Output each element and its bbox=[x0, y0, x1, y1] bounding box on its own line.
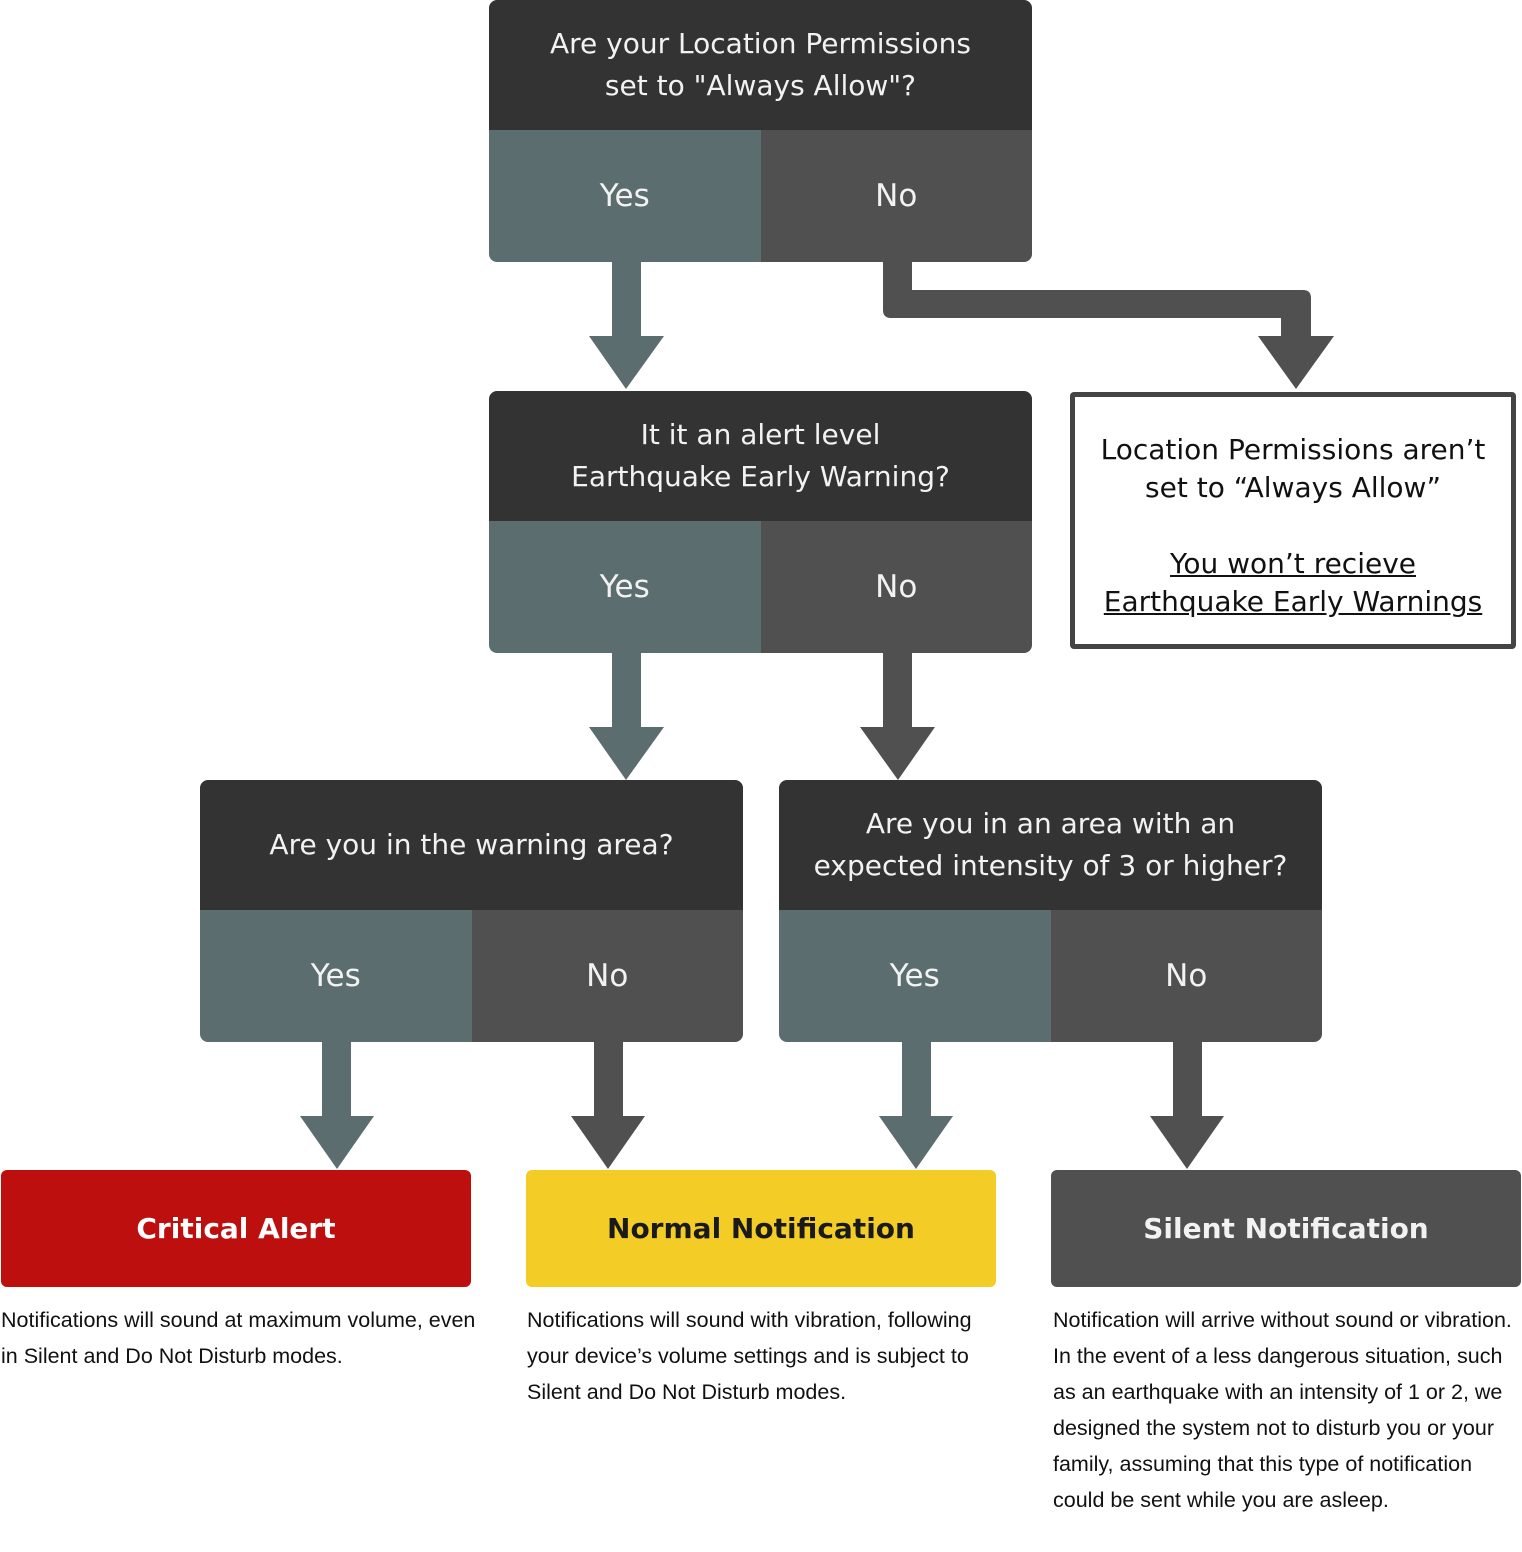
question-text: Are you in the warning area? bbox=[200, 780, 743, 910]
answer-no: No bbox=[1050, 910, 1322, 1042]
outcome-normal-notification: Normal Notification bbox=[526, 1170, 996, 1287]
no-permission-text: Location Permissions aren’t set to “Alwa… bbox=[1100, 433, 1486, 504]
answer-yes: Yes bbox=[779, 910, 1051, 1042]
arrow-q4-no bbox=[1150, 1042, 1224, 1169]
question-location-permissions: Are your Location Permissions set to "Al… bbox=[489, 0, 1032, 262]
answer-yes: Yes bbox=[489, 130, 761, 262]
question-text: It it an alert level Earthquake Early Wa… bbox=[489, 391, 1032, 521]
arrow-q2-no bbox=[860, 653, 935, 780]
normal-notification-description: Notifications will sound with vibration,… bbox=[527, 1308, 972, 1404]
critical-alert-description: Notifications will sound at maximum volu… bbox=[1, 1308, 476, 1368]
question-expected-intensity: Are you in an area with an expected inte… bbox=[779, 780, 1322, 1042]
answer-no: No bbox=[760, 130, 1032, 262]
arrow-q3-no bbox=[571, 1042, 645, 1169]
question-warning-area: Are you in the warning area? Yes No bbox=[200, 780, 743, 1042]
answer-no: No bbox=[760, 521, 1032, 653]
arrow-q3-yes bbox=[300, 1042, 374, 1169]
answer-no: No bbox=[471, 910, 743, 1042]
answer-yes: Yes bbox=[489, 521, 761, 653]
question-text: Are your Location Permissions set to "Al… bbox=[489, 0, 1032, 130]
question-alert-level: It it an alert level Earthquake Early Wa… bbox=[489, 391, 1032, 653]
outcome-silent-notification: Silent Notification bbox=[1051, 1170, 1521, 1287]
arrow-q2-yes bbox=[589, 653, 664, 780]
answer-yes: Yes bbox=[200, 910, 472, 1042]
arrow-q1-no bbox=[883, 262, 1334, 389]
question-text: Are you in an area with an expected inte… bbox=[779, 780, 1322, 910]
arrow-q1-yes bbox=[589, 262, 664, 389]
no-permission-box: Location Permissions aren’t set to “Alwa… bbox=[1070, 392, 1516, 649]
arrow-q4-yes bbox=[879, 1042, 953, 1169]
no-warning-text: You won’t recieve Earthquake Early Warni… bbox=[1103, 547, 1483, 618]
silent-notification-description: Notification will arrive without sound o… bbox=[1053, 1308, 1512, 1512]
outcome-critical-alert: Critical Alert bbox=[1, 1170, 471, 1287]
